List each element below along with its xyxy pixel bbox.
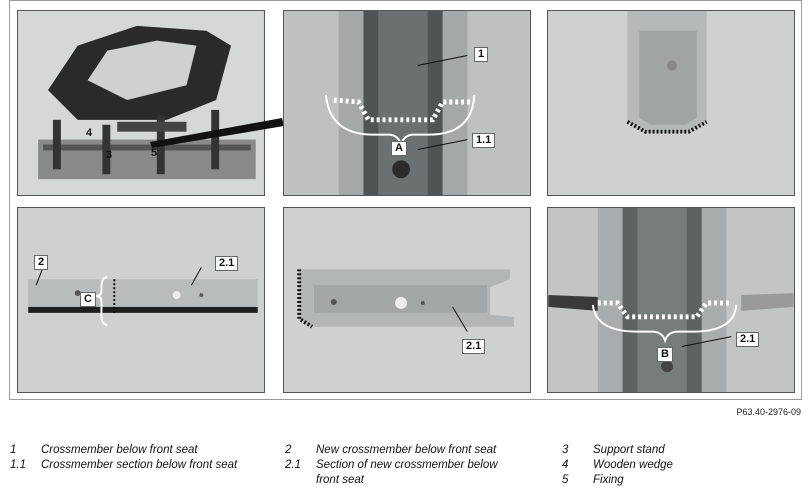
figure-reference: P63.40-2976-09	[736, 407, 801, 417]
legend-item: 1.1 Crossmember section below front seat	[10, 458, 270, 488]
legend-item: 2 New crossmember below front seat	[285, 443, 545, 458]
legend-item: 1 Crossmember below front seat	[10, 443, 270, 458]
panel-crossmember-section-a: 1 A 1.1	[283, 10, 531, 196]
section-b-illustration	[548, 208, 794, 392]
panel-section-closeup	[547, 10, 795, 196]
legend-column-2: 2 New crossmember below front seat 2.1 S…	[285, 443, 545, 488]
legend-item: 3 Support stand	[562, 443, 802, 458]
legend-text: Section of new crossmember below front s…	[316, 459, 498, 486]
panel-new-section: 2.1	[283, 207, 531, 393]
pointer-line	[150, 118, 284, 148]
panel-new-crossmember-section-c: 2 2.1 C	[17, 207, 265, 393]
label-1-1: 1.1	[472, 133, 496, 148]
label-2-1: 2.1	[215, 256, 239, 271]
new-section-illustration	[284, 208, 530, 392]
label-3: 3	[106, 149, 113, 161]
legend-text: Crossmember section below front seat	[41, 459, 238, 471]
legend-number: 1.1	[10, 459, 26, 471]
legend-text: Support stand	[593, 444, 665, 456]
new-crossmember-illustration	[18, 208, 264, 392]
label-c: C	[80, 292, 96, 307]
legend-item: 5 Fixing	[562, 473, 802, 488]
crossmember-illustration	[284, 11, 530, 195]
label-2-1: 2.1	[736, 332, 760, 347]
legend-text: Fixing	[593, 474, 624, 486]
panel-vehicle-body: 4 3 5	[17, 10, 265, 196]
section-closeup-illustration	[548, 11, 794, 195]
legend-column-1: 1 Crossmember below front seat 1.1 Cross…	[10, 443, 270, 488]
legend-number: 3	[562, 444, 569, 456]
legend-number: 4	[562, 459, 569, 471]
legend-number: 2	[285, 444, 292, 456]
legend-text: New crossmember below front seat	[316, 444, 497, 456]
legend-number: 2.1	[285, 459, 301, 471]
panel-section-b: B 2.1	[547, 207, 795, 393]
legend-item: 4 Wooden wedge	[562, 458, 802, 473]
legend-column-3: 3 Support stand 4 Wooden wedge 5 Fixing	[562, 443, 802, 488]
label-4: 4	[86, 127, 93, 139]
legend-text: Wooden wedge	[593, 459, 673, 471]
legend-text: Crossmember below front seat	[41, 444, 198, 456]
label-b: B	[657, 347, 673, 362]
label-a: A	[391, 141, 407, 156]
legend-number: 1	[10, 444, 17, 456]
label-1: 1	[474, 47, 489, 62]
label-2: 2	[34, 255, 49, 270]
label-2-1: 2.1	[462, 339, 486, 354]
legend-number: 5	[562, 474, 569, 486]
legend-item: 2.1 Section of new crossmember below fro…	[285, 458, 545, 488]
label-5: 5	[151, 147, 158, 159]
vehicle-body-illustration	[18, 11, 264, 195]
